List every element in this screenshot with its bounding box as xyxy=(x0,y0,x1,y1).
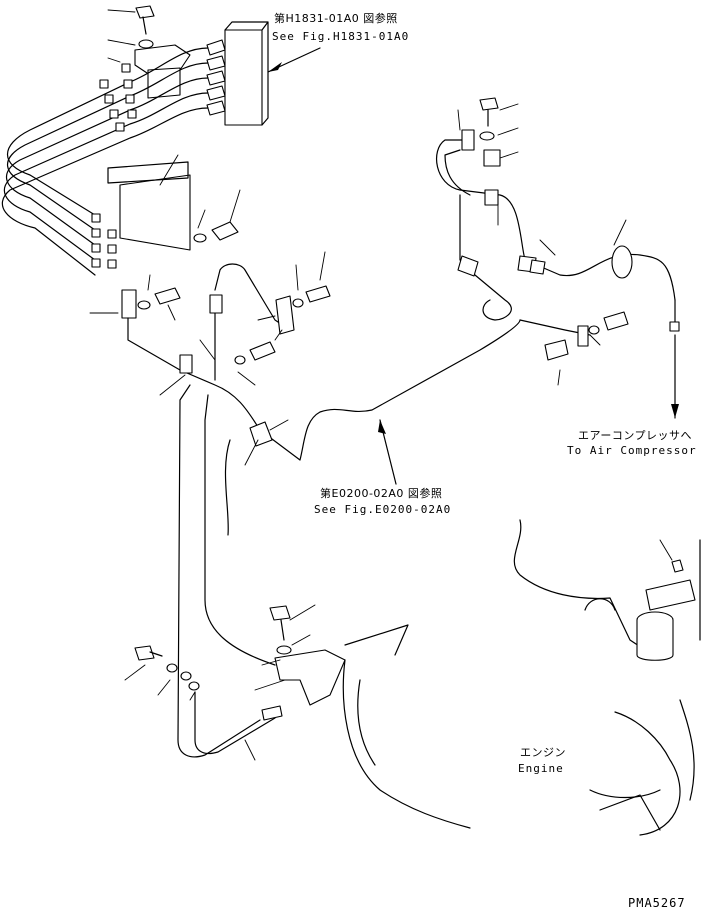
fig-h1831-ref-en: See Fig.H1831-01A0 xyxy=(272,30,410,43)
valve-block-assembly xyxy=(134,5,269,126)
pipe-routing-right xyxy=(436,97,680,386)
engine-bracket xyxy=(254,604,346,706)
valve-block xyxy=(224,29,263,126)
valve-fittings xyxy=(206,39,226,116)
fig-e0200-ref-jp: 第E0200-02A0 図参照 xyxy=(320,487,443,500)
reference-ticks xyxy=(107,9,136,63)
bottom-left-hardware xyxy=(124,645,283,761)
pipe-routing-center xyxy=(159,263,521,758)
clamp-left xyxy=(89,274,181,371)
pipe-bundle-left xyxy=(1,47,209,276)
air-compressor-label-en: To Air Compressor xyxy=(567,444,697,457)
washer-top xyxy=(138,39,154,49)
leader-arrows xyxy=(267,47,679,485)
clamp-middle xyxy=(234,251,331,386)
fig-e0200-ref-en: See Fig.E0200-02A0 xyxy=(314,503,452,516)
engine-label-jp: エンジン xyxy=(520,746,566,759)
engine-outline xyxy=(342,519,701,836)
mounting-plate xyxy=(107,154,241,251)
bolt-top xyxy=(135,5,155,19)
drawing-code: PMA5267 xyxy=(628,896,686,910)
air-compressor-label-jp: エアーコンプレッサへ xyxy=(578,429,693,442)
engine-label-en: Engine xyxy=(518,762,564,775)
fig-h1831-ref-jp: 第H1831-01A0 図参照 xyxy=(274,12,398,25)
